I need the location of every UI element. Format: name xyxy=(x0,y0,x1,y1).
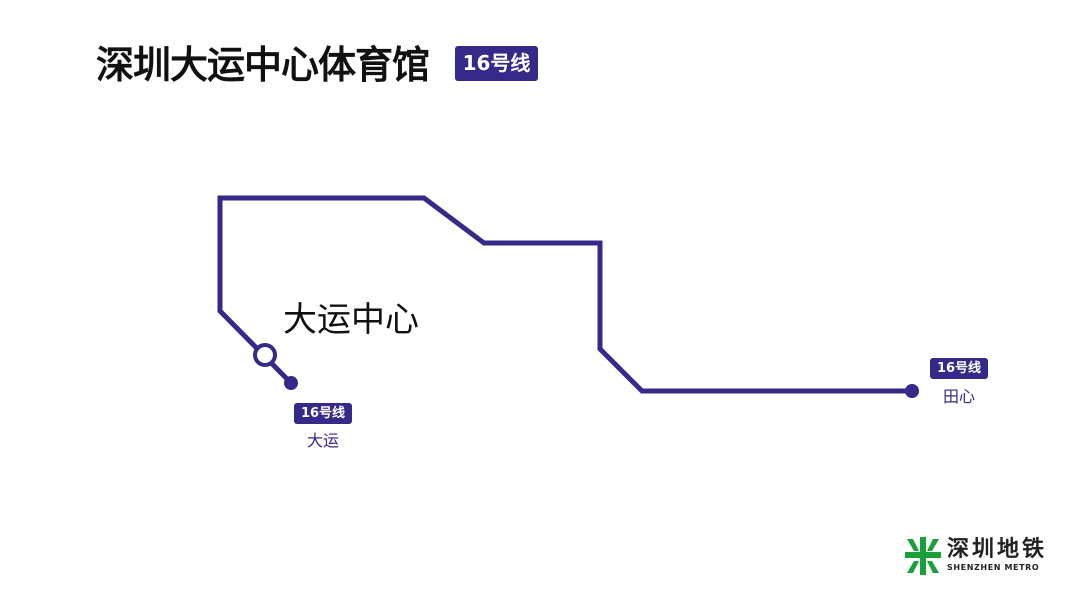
terminus-name-dayun: 大运 xyxy=(306,431,339,450)
page-title: 深圳大运中心体育馆 xyxy=(96,43,430,87)
current-station-label: 大运中心 xyxy=(283,300,419,340)
line-badge: 16号线 xyxy=(455,46,538,81)
logo-en-text: SHENZHEN METRO xyxy=(947,563,1040,572)
logo-cn-text: 深圳地铁 xyxy=(947,537,1048,562)
current-station-marker xyxy=(253,343,277,367)
terminus-badge-dayun: 16号线 xyxy=(294,403,352,424)
terminus-name-tianxin: 田心 xyxy=(942,387,975,406)
terminus-badge-tianxin: 16号线 xyxy=(930,358,988,379)
metro-logo-icon xyxy=(905,537,941,575)
line-16-route xyxy=(217,195,912,394)
terminus-dot-dayun xyxy=(284,376,298,390)
shenzhen-metro-logo: 深圳地铁 SHENZHEN METRO xyxy=(905,537,1047,575)
terminus-dot-tianxin xyxy=(905,384,919,398)
